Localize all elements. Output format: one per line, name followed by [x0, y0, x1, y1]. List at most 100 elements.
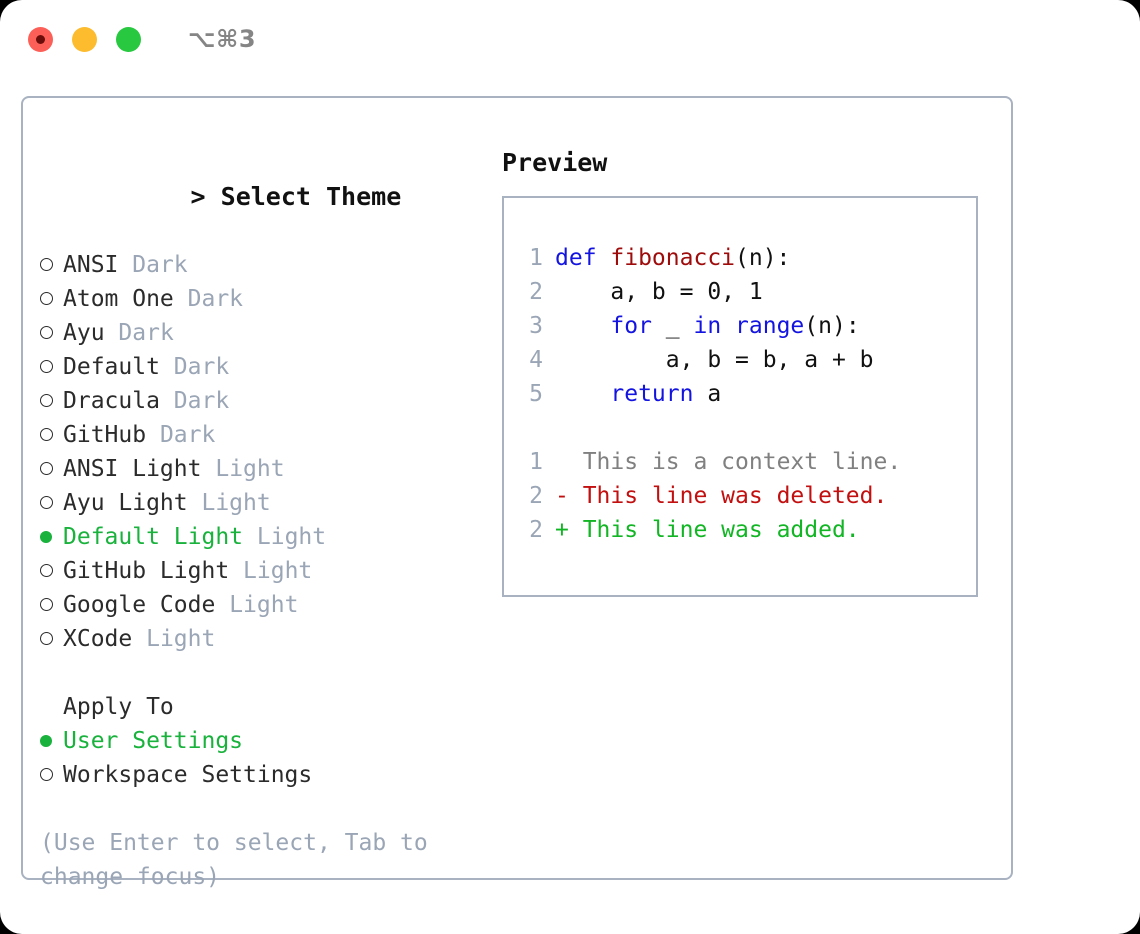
code-token: def: [555, 245, 611, 271]
theme-list-item[interactable]: ANSI Light Light: [40, 452, 480, 486]
diff-marker: [555, 445, 569, 479]
prompt-caret: >: [190, 182, 206, 211]
radio-unselected-icon[interactable]: [40, 418, 63, 452]
code-line-number: 3: [529, 313, 543, 339]
code-token: fibonacci: [610, 245, 736, 271]
radio-unselected-icon[interactable]: [40, 248, 63, 282]
radio-dot: [40, 735, 52, 747]
radio-unselected-icon[interactable]: [40, 588, 63, 622]
radio-unselected-icon[interactable]: [40, 554, 63, 588]
theme-list-item[interactable]: ANSI Dark: [40, 248, 480, 282]
theme-item-name: Google Code: [63, 592, 216, 618]
code-line: 5 return a: [515, 377, 970, 411]
traffic-light-group: [28, 26, 141, 52]
radio-dot: [40, 564, 53, 577]
diff-line: 1 This is a context line.: [515, 445, 970, 479]
theme-item-gap: [105, 316, 119, 350]
diff-line-text: This line was added.: [568, 517, 860, 543]
select-theme-title: Select Theme: [220, 182, 402, 211]
select-theme-heading: > Select Theme: [40, 146, 480, 248]
radio-dot: [40, 360, 53, 373]
radio-dot: [40, 428, 53, 441]
zoom-window-icon[interactable]: [116, 26, 141, 52]
theme-list-item[interactable]: GitHub Dark: [40, 418, 480, 452]
code-token: for: [610, 313, 652, 339]
code-token: a, b = 0, 1: [555, 279, 763, 305]
code-line: 2 a, b = 0, 1: [515, 275, 970, 309]
code-line-text: a, b = b, a + b: [555, 343, 874, 377]
radio-unselected-icon[interactable]: [40, 622, 63, 656]
keyboard-hint-text: (Use Enter to select, Tab to change focu…: [40, 830, 442, 890]
theme-item-tag: Dark: [118, 320, 174, 346]
radio-unselected-icon[interactable]: [40, 350, 63, 384]
code-line-number: 2: [529, 279, 543, 305]
radio-dot: [40, 326, 53, 339]
radio-unselected-icon[interactable]: [40, 486, 63, 520]
apply-to-item-label: Workspace Settings: [63, 762, 313, 788]
radio-dot: [40, 292, 53, 305]
theme-item-gap: [118, 248, 132, 282]
code-line-number: 1: [529, 245, 543, 271]
diff-marker: -: [555, 483, 569, 509]
apply-to-item[interactable]: User Settings: [40, 724, 480, 758]
radio-unselected-icon[interactable]: [40, 758, 63, 792]
code-token: a, b = b, a + b: [555, 347, 874, 373]
theme-item-tag: Dark: [173, 388, 230, 414]
code-token: [721, 313, 735, 339]
diff-marker: +: [555, 517, 569, 543]
radio-unselected-icon[interactable]: [40, 282, 63, 316]
theme-item-gap: [201, 452, 215, 486]
theme-item-name: Default: [63, 354, 160, 380]
code-token: [555, 381, 610, 407]
theme-list-item[interactable]: Ayu Dark: [40, 316, 480, 350]
code-line-text: def fibonacci(n):: [555, 241, 790, 275]
theme-list-item[interactable]: GitHub Light Light: [40, 554, 480, 588]
theme-item-gap: [160, 350, 174, 384]
close-window-icon[interactable]: [28, 26, 53, 52]
theme-item-tag: Light: [229, 592, 299, 618]
code-line-text: for _ in range(n):: [555, 309, 859, 343]
theme-item-name: ANSI Light: [63, 456, 202, 482]
code-line: 1 def fibonacci(n):: [515, 241, 970, 275]
code-token: in: [693, 313, 722, 339]
diff-line-number: 2: [529, 483, 543, 509]
apply-to-item[interactable]: Workspace Settings: [40, 758, 480, 792]
code-token: (n):: [735, 245, 791, 271]
radio-dot: [40, 598, 53, 611]
diff-line-text: This line was deleted.: [568, 483, 888, 509]
theme-list-item[interactable]: Google Code Light: [40, 588, 480, 622]
theme-item-name: ANSI: [63, 252, 119, 278]
theme-item-tag: Light: [146, 626, 216, 652]
radio-unselected-icon[interactable]: [40, 316, 63, 350]
code-token: [555, 313, 610, 339]
code-line-number: 5: [529, 381, 543, 407]
radio-unselected-icon[interactable]: [40, 384, 63, 418]
theme-list-item[interactable]: Ayu Light Light: [40, 486, 480, 520]
theme-item-tag: Light: [243, 558, 313, 584]
theme-list-item[interactable]: Dracula Dark: [40, 384, 480, 418]
diff-sample-lines: 1 This is a context line. 2- This line wa…: [515, 445, 970, 547]
theme-item-name: Default Light: [63, 524, 244, 550]
code-line: 4 a, b = b, a + b: [515, 343, 970, 377]
radio-selected-icon[interactable]: [40, 724, 63, 758]
radio-dot: [40, 258, 53, 271]
diff-line-number: 2: [529, 517, 543, 543]
minimize-window-icon[interactable]: [72, 26, 97, 52]
theme-list-item[interactable]: XCode Light: [40, 622, 480, 656]
theme-item-tag: Dark: [187, 286, 244, 312]
theme-list-item[interactable]: Default Light Light: [40, 520, 480, 554]
theme-item-gap: [146, 418, 160, 452]
code-line-text: a, b = 0, 1: [555, 275, 763, 309]
radio-selected-icon[interactable]: [40, 520, 63, 554]
theme-list-item[interactable]: Default Dark: [40, 350, 480, 384]
radio-dot: [40, 768, 53, 781]
theme-list-item[interactable]: Atom One Dark: [40, 282, 480, 316]
radio-dot: [40, 531, 52, 543]
radio-unselected-icon[interactable]: [40, 452, 63, 486]
